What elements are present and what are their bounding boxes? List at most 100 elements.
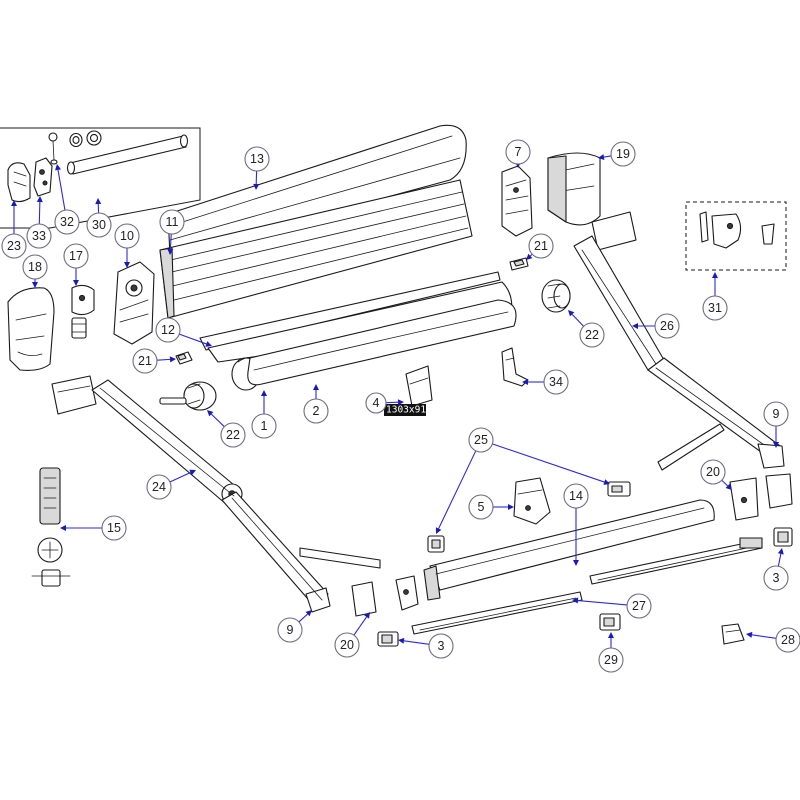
- callout-c4-circle[interactable]: [365, 392, 387, 414]
- callout-c18-arrowhead: [32, 282, 38, 288]
- callout-c11-circle[interactable]: [159, 209, 185, 235]
- callout-c15-label: 15: [107, 521, 121, 535]
- callout-c29-label: 29: [604, 653, 618, 667]
- callout-c22b-leader: [571, 313, 585, 327]
- callout-c2-label: 2: [313, 404, 320, 418]
- callout-c21b-arrowhead: [526, 253, 533, 260]
- callout-c23-arrowhead: [11, 200, 17, 206]
- part-29-block: [599, 613, 621, 631]
- callout-c3a-circle[interactable]: [763, 565, 789, 591]
- callout-c13-circle[interactable]: [244, 146, 270, 172]
- callout-c25-arrowhead: [435, 527, 442, 534]
- callout-c18-circle[interactable]: [22, 254, 48, 280]
- callout-c22a-label: 22: [226, 428, 240, 442]
- callout-c19-label: 19: [616, 147, 630, 161]
- callout-c2-arrowhead: [313, 384, 319, 390]
- part-31-fittings: [699, 211, 775, 249]
- callout-c25-circle[interactable]: [468, 427, 494, 453]
- callout-c14-arrowhead: [573, 560, 579, 566]
- callout-c10-circle[interactable]: [114, 223, 140, 249]
- callout-c3b-label: 3: [438, 639, 445, 653]
- callout-c13-label: 13: [250, 152, 264, 166]
- callout-c30-label: 30: [92, 218, 106, 232]
- part-3-cap-left: [377, 631, 399, 647]
- callout-c18-label: 18: [28, 260, 42, 274]
- callout-c32-leader: [57, 169, 66, 211]
- callout-c11-arrowhead: [167, 248, 174, 255]
- part-13-top-cover: [167, 124, 467, 257]
- callout-c5-arrowhead: [508, 504, 514, 510]
- callout-c21a-circle[interactable]: [132, 348, 158, 374]
- callout-c24-circle[interactable]: [146, 474, 172, 500]
- callout-c22a-leader: [210, 413, 225, 428]
- callout-c29-circle[interactable]: [598, 647, 624, 673]
- callout-c26-circle[interactable]: [654, 313, 680, 339]
- callout-c17-circle[interactable]: [63, 243, 89, 269]
- part-23-end-cap: [7, 162, 31, 203]
- part-27-lower-rail: [411, 537, 763, 635]
- part-19-side-cover-right: [547, 152, 601, 226]
- callout-c26-label: 26: [660, 319, 674, 333]
- callout-c19-leader: [603, 155, 612, 158]
- callout-c7-circle[interactable]: [505, 139, 531, 165]
- callout-c21b-circle[interactable]: [528, 233, 554, 259]
- callout-c30-circle[interactable]: [86, 212, 112, 238]
- callout-c15-circle[interactable]: [101, 515, 127, 541]
- callout-c22a-arrowhead: [207, 410, 214, 417]
- callout-c12-leader: [179, 333, 207, 345]
- callout-c9a-circle[interactable]: [763, 401, 789, 427]
- callout-c5-label: 5: [478, 500, 485, 514]
- callout-c3b-circle[interactable]: [428, 633, 454, 659]
- callout-c9b-circle[interactable]: [277, 617, 303, 643]
- callout-c3b-leader: [403, 640, 430, 645]
- callout-c14-circle[interactable]: [563, 483, 589, 509]
- part-33-bracket: [33, 157, 53, 197]
- callout-c1-arrowhead: [261, 390, 267, 396]
- callout-c27-circle[interactable]: [626, 593, 652, 619]
- callout-c5-circle[interactable]: [468, 494, 494, 520]
- callout-c25-extra-0-arrowhead: [603, 479, 610, 485]
- callout-c31-circle[interactable]: [702, 295, 728, 321]
- size-tag: 1303x919: [386, 405, 432, 416]
- callout-c2-circle[interactable]: [303, 398, 329, 424]
- callout-c9b-label: 9: [287, 623, 294, 637]
- callout-c1-circle[interactable]: [251, 413, 277, 439]
- part-25-clip-b: [607, 481, 631, 497]
- part-20-bracket-left: [351, 575, 419, 617]
- part-30-roller-tube: [66, 130, 189, 175]
- part-20-bracket-right: [729, 473, 793, 521]
- callout-c21a-label: 21: [138, 354, 152, 368]
- callout-c33-arrowhead: [36, 196, 43, 203]
- callout-c28-arrowhead: [746, 631, 753, 638]
- callout-c21a-arrowhead: [169, 356, 176, 363]
- part-5-mount-bracket: [513, 477, 551, 525]
- callout-c24-label: 24: [152, 480, 166, 494]
- callout-c33-label: 33: [32, 229, 46, 243]
- callout-c25-extra-0-leader: [492, 443, 605, 483]
- callout-c4-arrowhead: [397, 399, 404, 406]
- callout-c12-circle[interactable]: [155, 317, 181, 343]
- callout-c10-arrowhead: [124, 262, 130, 268]
- callout-c34-arrowhead: [522, 379, 528, 385]
- callout-c22a-circle[interactable]: [220, 422, 246, 448]
- callout-c33-circle[interactable]: [26, 223, 52, 249]
- callout-c19-circle[interactable]: [610, 141, 636, 167]
- callout-c32-circle[interactable]: [54, 209, 80, 235]
- callout-c20a-leader: [721, 479, 729, 487]
- callout-c20b-circle[interactable]: [334, 632, 360, 658]
- callout-c33-leader: [38, 201, 41, 225]
- part-34-clamp: [501, 347, 529, 387]
- callout-c20a-arrowhead: [725, 483, 732, 490]
- callout-c11-leader: [169, 233, 172, 250]
- part-24-strut: [299, 547, 381, 569]
- callout-c22b-circle[interactable]: [579, 322, 605, 348]
- callout-c17-arrowhead: [73, 280, 79, 286]
- callout-c20a-label: 20: [706, 465, 720, 479]
- size-tag-background: [384, 404, 426, 416]
- callout-c20a-circle[interactable]: [700, 459, 726, 485]
- callout-c34-circle[interactable]: [543, 369, 569, 395]
- callout-c23-circle[interactable]: [1, 233, 27, 259]
- callout-c12-arrowhead: [205, 341, 212, 347]
- callout-c28-circle[interactable]: [775, 627, 800, 653]
- part-18-side-cover: [7, 287, 55, 371]
